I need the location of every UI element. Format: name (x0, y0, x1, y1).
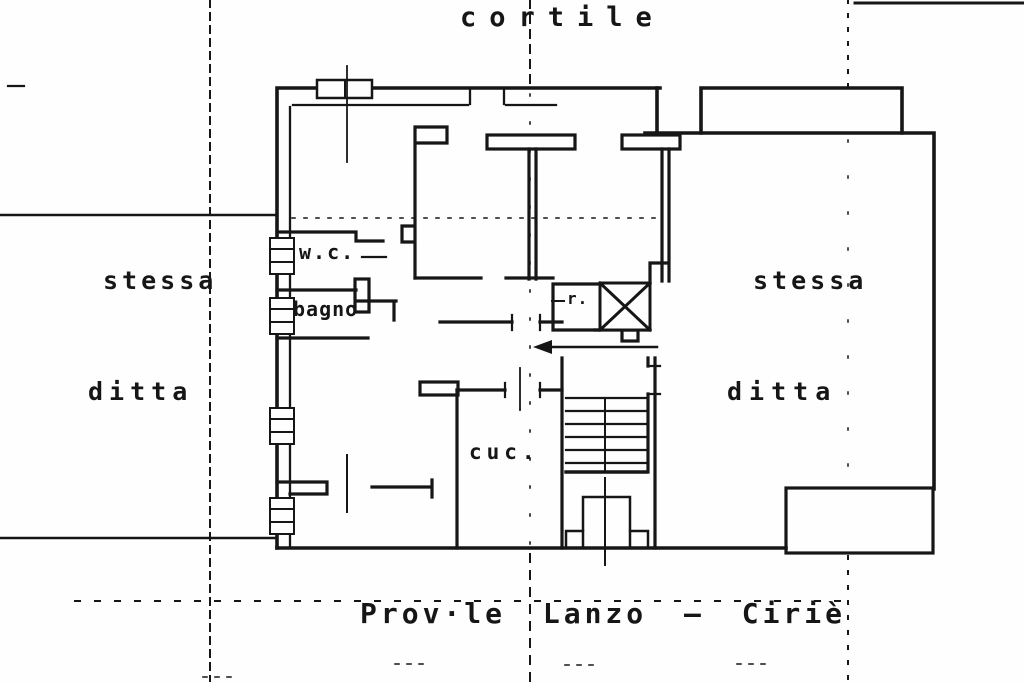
outer-wall-left-top (275, 86, 662, 550)
window-icon (269, 297, 295, 335)
building-outline (275, 86, 936, 555)
window-icon (269, 497, 295, 535)
label-neighbor-right-line2: ditta (727, 377, 838, 406)
chimney-vent (315, 65, 374, 163)
window-icon (269, 237, 295, 275)
label-neighbor-left-line2: ditta (88, 377, 194, 406)
top-balcony (655, 86, 904, 135)
label-neighbor-right-line1: stessa (753, 266, 868, 295)
label-room-kitchen: cuc. (469, 440, 540, 464)
stair-lower-landing (581, 495, 632, 532)
label-courtyard: cortile (460, 2, 665, 33)
entrance-arrow-icon (533, 340, 659, 354)
label-room-bathroom: bagno (293, 297, 359, 321)
label-dashes (360, 255, 565, 302)
windows (269, 65, 374, 535)
window-icon (269, 407, 295, 445)
bottom-right-balcony (784, 486, 935, 555)
elevator-shaft-icon (597, 280, 653, 333)
interior-walls (275, 125, 682, 550)
outer-wall-right (643, 131, 936, 491)
stair-step-left (564, 529, 585, 550)
staircase (560, 356, 650, 566)
label-room-storage: r. (567, 289, 589, 308)
label-road: Prov·le Lanzo – Ciriè (360, 597, 847, 630)
label-room-wc: w.c. (299, 240, 356, 264)
bottom-dash-marks (202, 663, 771, 678)
label-neighbor-left-line1: stessa (103, 266, 218, 295)
stair-step-right (628, 529, 650, 550)
